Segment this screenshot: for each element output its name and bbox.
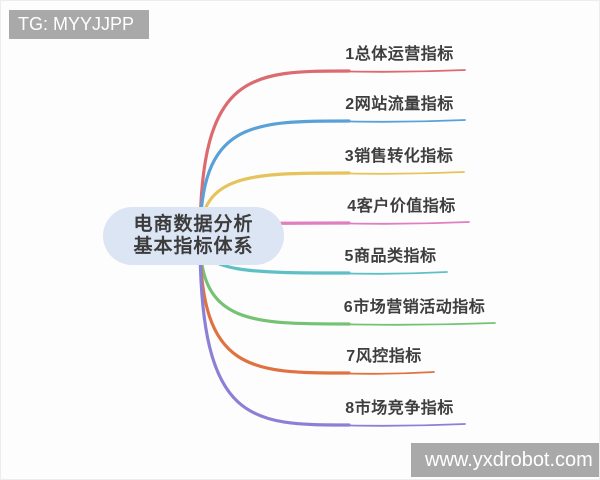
- branch-underline-7: [329, 371, 435, 375]
- branch-label-2: 2网站流量指标: [345, 96, 454, 113]
- watermark-bottom-right: www.yxdrobot.com: [411, 443, 599, 477]
- central-topic-line1: 电商数据分析: [133, 214, 254, 235]
- branch-underline-1: [329, 69, 466, 73]
- watermark-top-left: TG: MYYJJPP: [9, 10, 149, 39]
- branch-underline-2: [329, 119, 466, 123]
- branch-label-7: 7风控指标: [346, 348, 422, 365]
- watermark-bottom-right-text: www.yxdrobot.com: [425, 448, 593, 471]
- branch-curve-8: [198, 237, 351, 427]
- branch-label-8: 8市场竞争指标: [345, 400, 454, 417]
- watermark-top-left-text: TG: MYYJJPP: [18, 14, 135, 34]
- central-topic-node: 电商数据分析 基本指标体系: [103, 207, 284, 265]
- branch-label-3: 3销售转化指标: [344, 148, 454, 165]
- branch-curve-2: [198, 119, 351, 241]
- branch-underline-3: [329, 171, 465, 175]
- branch-underline-8: [329, 423, 466, 427]
- branch-label-1: 1总体运营指标: [345, 46, 454, 63]
- branch-underline-5: [329, 271, 448, 275]
- central-topic-line2: 基本指标体系: [133, 236, 254, 257]
- branch-underline-4: [329, 221, 470, 225]
- branch-label-6: 6市场营销活动指标: [343, 299, 486, 316]
- branch-label-5: 5商品类指标: [344, 248, 437, 265]
- branch-underline-6: [329, 322, 496, 326]
- branch-curve-1: [198, 69, 351, 241]
- branch-label-4: 4客户价值指标: [347, 198, 456, 215]
